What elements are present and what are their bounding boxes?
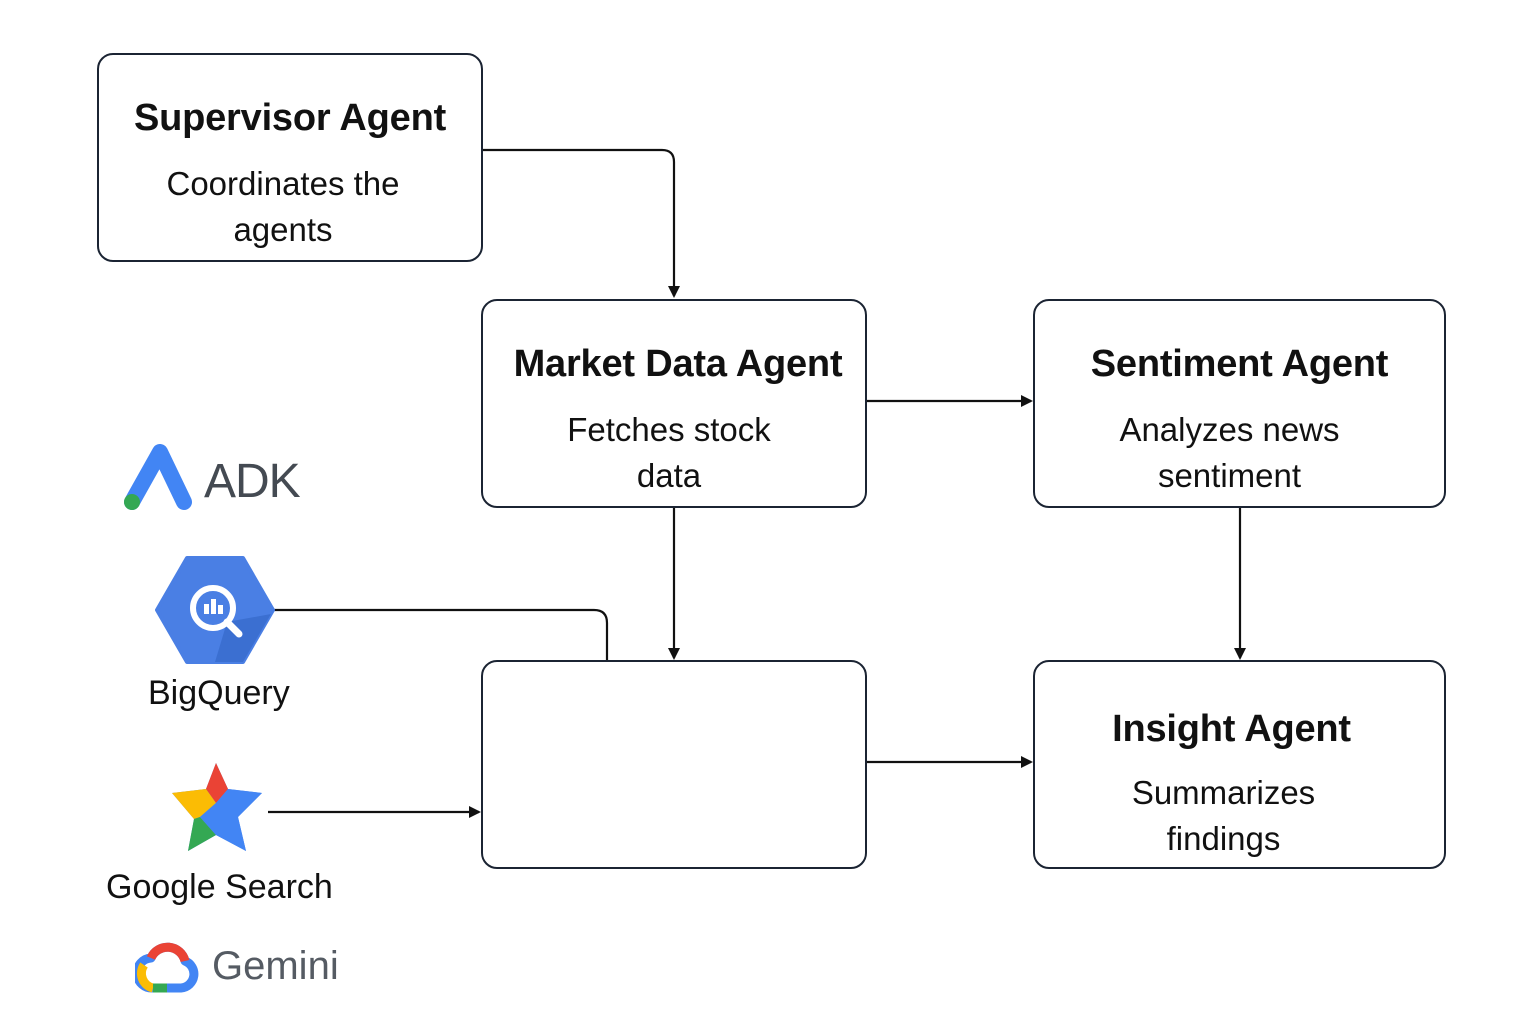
market-data-agent-title: Market Data Agent: [513, 343, 843, 385]
bigquery-label: BigQuery: [148, 674, 290, 712]
google-search-star-icon: [172, 763, 262, 851]
sentiment-agent-title: Sentiment Agent: [1090, 343, 1389, 385]
insight-agent-title: Insight Agent: [1112, 708, 1351, 750]
connector-bigquery-to-middle-box: [273, 608, 609, 660]
insight-agent-description: Summarizes findings: [1131, 774, 1316, 857]
sentiment-agent-box: Sentiment Agent Analyzes news sentiment: [1033, 299, 1446, 508]
supervisor-agent-description: Coordinates the agents: [166, 165, 400, 248]
gemini-label: Gemini: [212, 944, 339, 988]
arrow-supervisor-to-market: [483, 148, 680, 298]
bigquery-icon: [155, 556, 275, 664]
supervisor-agent-box: Supervisor Agent Coordinates the agents: [97, 53, 483, 262]
google-cloud-logo-icon: [135, 942, 199, 993]
market-data-agent-description: Fetches stock data: [567, 411, 771, 494]
adk-label: ADK: [204, 455, 301, 508]
google-search-label: Google Search: [106, 868, 333, 906]
supervisor-agent-title: Supervisor Agent: [133, 97, 447, 139]
market-data-agent-box: Market Data Agent Fetches stock data: [481, 299, 867, 508]
insight-agent-box: Insight Agent Summarizes findings: [1033, 660, 1446, 869]
sentiment-agent-description: Analyzes news sentiment: [1119, 411, 1340, 494]
adk-logo-icon: [124, 444, 192, 510]
unlabeled-agent-box: [481, 660, 867, 869]
